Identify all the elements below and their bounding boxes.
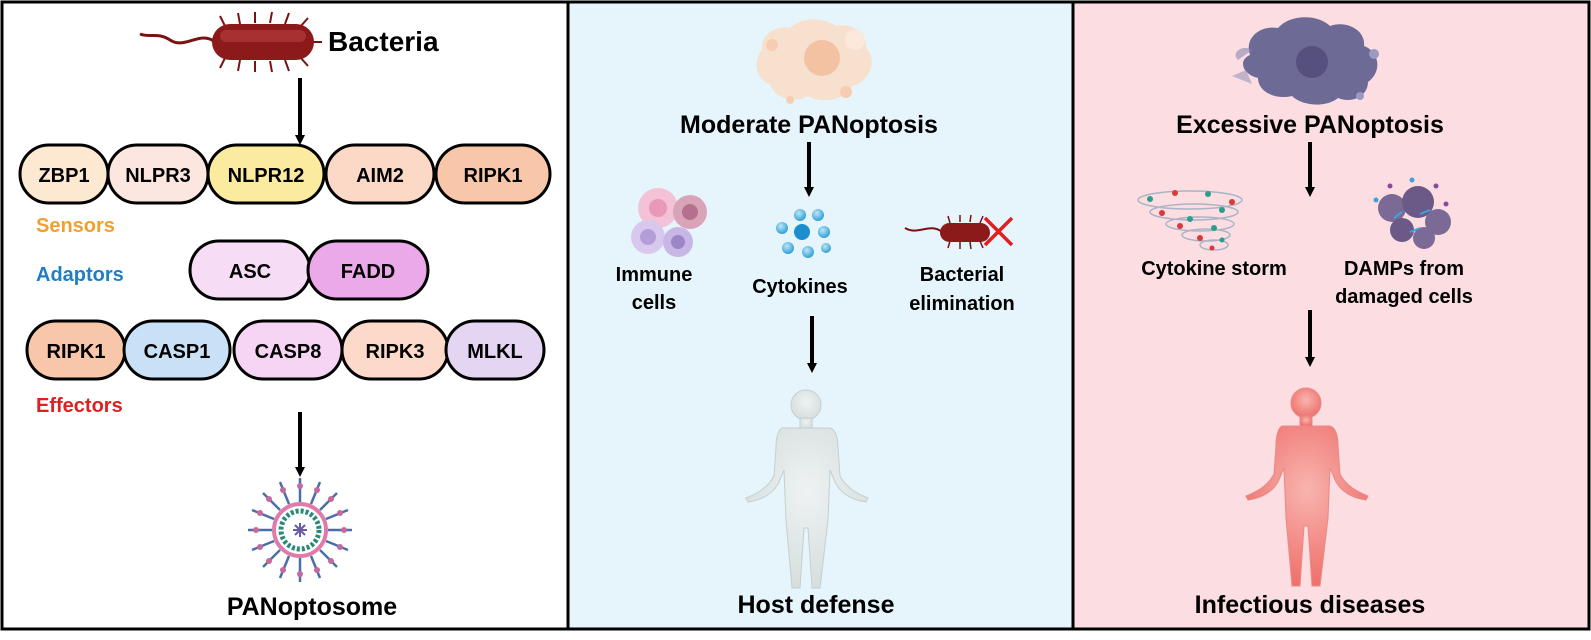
effector-pill-mlkl: MLKL (444, 319, 546, 381)
sensor-ripk1-text: RIPK1 (464, 165, 523, 187)
bacteria-label: Bacteria (328, 26, 439, 57)
right-panel (1071, 0, 1591, 631)
bacterial-elimination-text-line1: Bacterial (920, 264, 1005, 286)
immune-cells-text-line2: cells (632, 292, 676, 314)
moderate-cell-icon (756, 19, 872, 104)
adaptor-pill-fadd: FADD (306, 239, 430, 301)
moderate-panoptosis-title: Moderate PANoptosis (680, 111, 938, 139)
sensors-label: Sensors (36, 215, 115, 237)
cytokines-label: Cytokines (752, 276, 848, 298)
effector-ripk3-text: RIPK3 (366, 341, 425, 363)
sensor-nlpr3-text: NLPR3 (125, 165, 191, 187)
sensor-aim2-text: AIM2 (356, 165, 404, 187)
sensor-pill-nlpr12: NLPR12 (206, 143, 326, 205)
effector-pill-casp8: CASP8 (232, 319, 344, 381)
immune-cells-icon (631, 188, 707, 257)
adaptor-fadd-text: FADD (341, 261, 395, 283)
sensor-zbp1-text: ZBP1 (38, 165, 89, 187)
effector-ripk1-text: RIPK1 (47, 341, 106, 363)
adaptor-pill-asc: ASC (188, 239, 312, 301)
sensor-pill-aim2: AIM2 (324, 143, 436, 205)
damps-icon (1373, 177, 1451, 249)
effector-casp8-text: CASP8 (255, 341, 322, 363)
cytokine-storm-label: Cytokine storm (1141, 258, 1287, 280)
host-defense-label: Host defense (738, 591, 895, 619)
damps-text-line1: DAMPs from (1344, 258, 1464, 280)
infectious-diseases-label: Infectious diseases (1195, 591, 1426, 619)
immune-cells-text-line1: Immune (616, 264, 693, 286)
human-figure-diseased-icon (1245, 387, 1369, 587)
panoptosome-icon (248, 478, 352, 582)
effector-pill-casp1: CASP1 (122, 319, 232, 381)
sensor-pill-ripk1: RIPK1 (434, 143, 552, 205)
bacterial-elimination-text-line2: elimination (909, 293, 1015, 315)
adaptor-asc-text: ASC (229, 261, 271, 283)
sensor-pill-zbp1: ZBP1 (18, 143, 110, 205)
sensor-pill-nlpr3: NLPR3 (106, 143, 210, 205)
bacteria-icon (139, 11, 322, 73)
cytokines-icon (776, 209, 831, 258)
bacteria-elimination-icon (904, 214, 990, 250)
panoptosome-label: PANoptosome (227, 593, 397, 621)
damps-text-line2: damaged cells (1335, 286, 1473, 308)
damaged-cell-icon (1232, 17, 1379, 105)
cytokine-storm-icon (1137, 190, 1243, 251)
left-panel (0, 0, 570, 631)
human-figure-healthy-icon (745, 389, 869, 589)
effector-pill-ripk1: RIPK1 (25, 319, 127, 381)
effector-mlkl-text: MLKL (467, 341, 523, 363)
effectors-label: Effectors (36, 395, 123, 417)
elimination-cross-icon (983, 216, 1014, 247)
adaptors-label: Adaptors (36, 264, 124, 286)
effector-casp1-text: CASP1 (144, 341, 211, 363)
sensor-nlpr12-text: NLPR12 (228, 165, 305, 187)
effector-pill-ripk3: RIPK3 (340, 319, 450, 381)
excessive-panoptosis-title: Excessive PANoptosis (1176, 111, 1444, 139)
